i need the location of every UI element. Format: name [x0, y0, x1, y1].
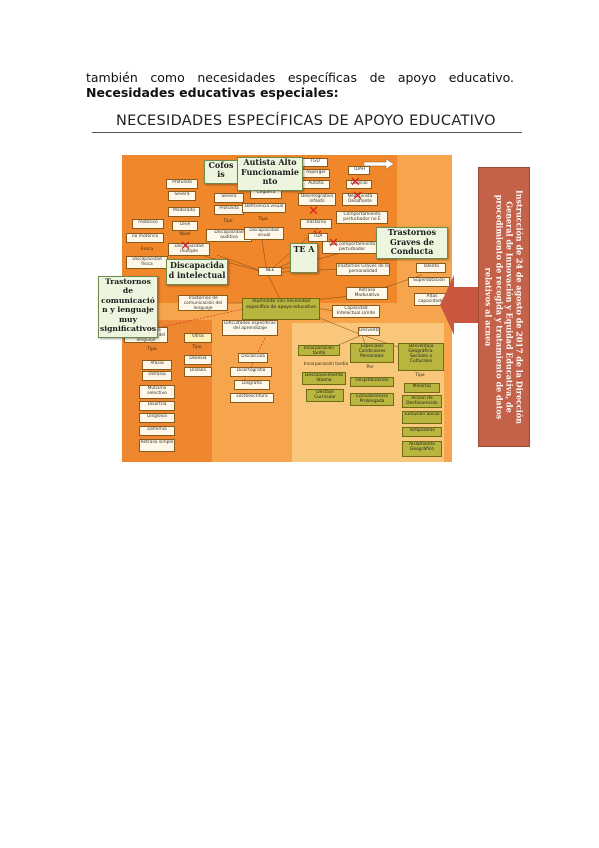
callout-tea: TE A [290, 243, 318, 273]
concept-map: Profunda Severa Moderada Leve Nivel motó… [122, 155, 452, 462]
node-sociales: Desventaja Geográfica, Sociales o Cultur… [398, 343, 444, 371]
source-note-box: Instrucción de 24 de agosto de 2017 de l… [478, 167, 530, 447]
arrow-left-icon [440, 275, 480, 335]
node-disc-auditiva: Discapacidad auditiva [206, 229, 252, 242]
node-discalculia: Discalculia [238, 353, 268, 363]
node-exclusion-social: Exclusión Social [402, 411, 442, 424]
callout-cofosis: Cofos is [204, 160, 238, 184]
node-motorico: motórico [132, 219, 164, 229]
node-central: Alumnado con necesidad específica de apo… [242, 298, 320, 320]
node-profunda-2: Profunda [214, 205, 244, 215]
callout-trastornos-graves: Trastornos Graves de Conducta [376, 227, 448, 259]
red-x-mark-4: ✕ [350, 175, 361, 190]
node-severa-left: Severa [168, 191, 196, 201]
arrow-right-icon [363, 154, 395, 170]
label-tipo-comunicacion: Tipo [147, 347, 157, 352]
node-autista: Autista [302, 180, 330, 189]
node-desintegrativo: Desintegrativo infantil [298, 193, 336, 206]
node-minorias: Minorías [404, 383, 440, 393]
node-afasia: Afasia [142, 360, 172, 370]
node-negativista: Negativista Desafiante [342, 193, 378, 206]
node-desfase: Desfase Curricular [306, 389, 344, 402]
node-lectoescritura: Lectoescritura [230, 393, 274, 403]
callout-trastornos-comunicacion: Trastornos de comunicació n y lenguaje m… [98, 276, 158, 338]
node-severa: Severa [214, 193, 244, 203]
node-disc-visual: Discapacidad visual [244, 227, 284, 240]
node-retraso-madurativo: Retraso Madurativo [346, 287, 388, 300]
node-disgrafia: Disgrafía [234, 380, 270, 390]
figure-title: NECESIDADES ESPECÍFICAS DE APOYO EDUCATI… [116, 113, 496, 129]
node-disartria: Disartria [139, 401, 175, 411]
node-accion-desfavorecida: Acción de Desfavorecida [402, 395, 442, 408]
node-dislexia: Dislexia [184, 355, 212, 365]
node-moderada: Moderada [168, 207, 200, 217]
node-nee: NEE [258, 267, 282, 276]
node-trastornos-personalidad: Trastornos Graves de la personalidad [336, 263, 390, 276]
node-superdotacion: Superdotación [408, 277, 450, 287]
node-otros: Otros [184, 333, 212, 343]
node-incorporacion-tardia: Incorporación tardía [298, 345, 340, 356]
label-hipoacusia: Tipo [223, 219, 233, 224]
figure-title-rule [92, 132, 522, 133]
node-def-visual: Deficiencia visual [242, 203, 286, 213]
node-trastornos-lenguaje: Trastornos de comunicación del lenguaje [178, 295, 228, 311]
node-dificultades-aprendizaje: Dificultades específicas del aprendizaje [222, 320, 278, 336]
node-disfasia: Disfasia [142, 371, 172, 381]
node-hospitalizacion: Hospitalización [350, 377, 394, 387]
label-tipo-visual: Tipo [258, 217, 268, 222]
node-disfemia: Disfemia [139, 426, 175, 436]
node-especiales-condiciones: Especiales Condiciones Personales [350, 343, 394, 363]
node-asperger: Asperger [302, 169, 330, 178]
node-retraso-simple: Retraso simple [139, 439, 175, 452]
node-mutismo: Mutismo selectivo [139, 385, 175, 399]
callout-discapacidad-intelectual: Discapacida d intelectual [166, 259, 228, 285]
node-tda: TDA [308, 233, 328, 242]
node-comportamiento: Comportamiento perturbador no E [336, 211, 388, 224]
red-x-mark-2: ✕ [308, 204, 319, 219]
red-x-mark-5: ✕ [352, 189, 363, 204]
label-por: Por [366, 365, 374, 370]
node-desventaja: Desventaja [358, 327, 380, 336]
label-fisica: Física [140, 247, 154, 252]
node-disc-multiple: Discapacidad múltiple [168, 243, 210, 256]
node-profunda: Profunda [166, 179, 198, 189]
node-dislalia: Dislalia [184, 367, 212, 377]
node-disglosia: Disglosia [139, 413, 175, 423]
node-leve: Leve [172, 221, 198, 231]
node-no-motorico: no motórico [126, 233, 164, 243]
red-x-mark-6: ✕ [328, 236, 339, 251]
node-disc-fisica: Discapacidad física [126, 256, 168, 269]
label-incorporacion: Incorporación tardía [303, 362, 349, 367]
node-temporeros: Temporeros [402, 427, 442, 437]
section-heading: Necesidades educativas especiales: [86, 85, 339, 100]
node-tdah: TDAH [348, 166, 370, 175]
label-nivel: Nivel [179, 232, 191, 237]
red-x-mark: ✕ [180, 239, 191, 254]
callout-autista: Autista Alto Funcionamie nto [237, 157, 303, 191]
node-trastorno: Trastorno [300, 219, 332, 229]
node-talento: Talento [416, 263, 446, 273]
body-text-line1: también como necesidades específicas de … [86, 70, 514, 85]
node-tdah-comportamiento: TDA comportamiento perturbador [322, 241, 382, 254]
node-disocial: Disocial [346, 180, 372, 189]
node-convalecencia: Convalecencia Prolongada [350, 393, 394, 406]
label-tipo-dia: Tipo [192, 345, 202, 350]
node-aislamiento: Aislamiento Geográfico [402, 441, 442, 457]
node-limite: Capacidad Intelectual Límite [332, 305, 380, 318]
node-disortografia: Disortografía [230, 367, 272, 377]
node-desconocimiento-idioma: Desconocimiento Idioma [302, 372, 346, 385]
source-note-text: Instrucción de 24 de agosto de 2017 de l… [483, 189, 525, 424]
label-tipo-social: Tipo [415, 373, 425, 378]
node-tgd: TGD [302, 158, 328, 167]
